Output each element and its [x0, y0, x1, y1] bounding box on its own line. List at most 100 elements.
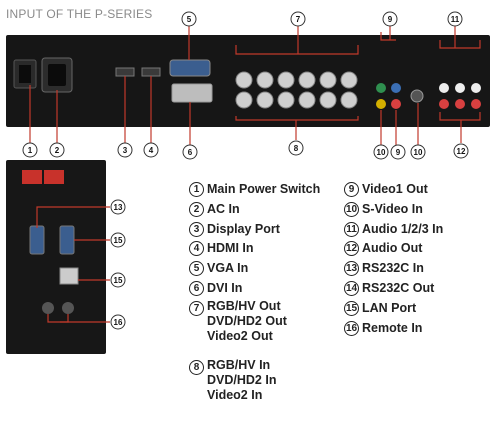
svg-text:12: 12 [457, 147, 466, 156]
svg-text:9: 9 [396, 148, 401, 157]
remote-in-graphic [42, 302, 54, 314]
svg-text:6: 6 [188, 148, 193, 157]
svg-text:10: 10 [377, 148, 386, 157]
legend-label: Remote In [362, 320, 423, 335]
bnc-connectors-graphic [235, 71, 358, 109]
svg-text:16: 16 [114, 318, 123, 327]
svg-text:8: 8 [294, 144, 299, 153]
hdmi-graphic [141, 67, 161, 77]
callout-bottom-10a: 10 [373, 144, 389, 160]
legend-label: Video1 Out [362, 182, 428, 196]
svg-text:4: 4 [149, 146, 154, 155]
legend-label: LAN Port [362, 300, 417, 315]
rs232-in-graphic [29, 225, 45, 255]
legend-number: 10 [344, 201, 359, 217]
callout-side-15a: 15 [110, 232, 126, 248]
legend-number: 8 [189, 360, 204, 376]
legend-number: 15 [344, 300, 359, 316]
callout-side-15b: 15 [110, 272, 126, 288]
legend-label: Audio Out [362, 241, 423, 256]
legend-number: 16 [344, 320, 359, 336]
svg-text:1: 1 [28, 146, 33, 155]
legend-number: 4 [189, 241, 204, 257]
callout-bottom-12: 12 [453, 143, 469, 159]
callout-bottom-8: 8 [288, 140, 304, 156]
callout-side-13: 13 [110, 199, 126, 215]
legend-number: 12 [344, 241, 359, 257]
callout-side-16: 16 [110, 314, 126, 330]
callout-top-7: 7 [290, 11, 306, 27]
callout-bottom-9: 9 [390, 144, 406, 160]
callout-bottom-3: 3 [117, 142, 133, 158]
audio-connectors-graphic [439, 83, 481, 109]
callout-bottom-4: 4 [143, 142, 159, 158]
svg-text:15: 15 [114, 276, 123, 285]
legend-number: 5 [189, 261, 204, 277]
legend-label: DVD/HD2 Out [207, 313, 287, 328]
lan-port-graphic [59, 267, 79, 285]
callout-bottom-1: 1 [22, 142, 38, 158]
svg-text:5: 5 [187, 15, 192, 24]
callout-bottom-10b: 10 [410, 144, 426, 160]
legend-label: RS232C In [362, 261, 424, 276]
svg-text:9: 9 [388, 15, 393, 24]
legend-label: DVI In [207, 280, 243, 295]
legend-number: 1 [189, 182, 204, 197]
legend-number: 14 [344, 280, 359, 296]
legend-label: AC In [207, 201, 240, 216]
legend-label: RS232C Out [362, 280, 435, 295]
legend-label: DVD/HD2 In [207, 373, 277, 388]
legend-label: Audio 1/2/3 In [362, 221, 444, 236]
legend-number: 2 [189, 201, 204, 217]
legend-label: Video2 In [207, 388, 263, 403]
svg-text:7: 7 [296, 15, 301, 24]
svg-text:10: 10 [414, 148, 423, 157]
legend-label: RGB/HV In [207, 358, 271, 373]
legend-label: Main Power Switch [207, 182, 321, 196]
svg-text:11: 11 [451, 15, 460, 24]
callout-bottom-6: 6 [182, 144, 198, 160]
svg-text:13: 13 [114, 203, 123, 212]
svg-text:2: 2 [55, 146, 60, 155]
legend-item: 7 RGB/HV Out DVD/HD2 Out Video2 Out [189, 298, 320, 360]
dvi-graphic [171, 83, 213, 103]
diagram-title: INPUT OF THE P-SERIES [6, 7, 153, 21]
callout-top-11: 11 [447, 11, 463, 27]
legend-number: 7 [189, 300, 204, 316]
callout-top-9: 9 [382, 11, 398, 27]
rs232-out-graphic [59, 225, 75, 255]
callout-top-5: 5 [181, 11, 197, 27]
legend-number: 9 [344, 182, 359, 197]
legend-label: Display Port [207, 221, 280, 236]
svg-text:3: 3 [123, 146, 128, 155]
svg-text:15: 15 [114, 236, 123, 245]
vga-graphic [169, 59, 211, 77]
legend-number: 13 [344, 261, 359, 277]
displayport-graphic [115, 67, 135, 77]
legend-label: S-Video In [362, 201, 423, 216]
legend-label: RGB/HV Out [207, 298, 281, 313]
legend-label: HDMI In [207, 241, 254, 256]
legend-number: 11 [344, 221, 359, 237]
legend-label: Video2 Out [207, 328, 273, 343]
legend-number: 6 [189, 280, 204, 296]
legend-label: VGA In [207, 261, 249, 276]
legend-number: 3 [189, 221, 204, 237]
legend-item: 8 RGB/HV In DVD/HD2 In Video2 In [189, 358, 320, 419]
